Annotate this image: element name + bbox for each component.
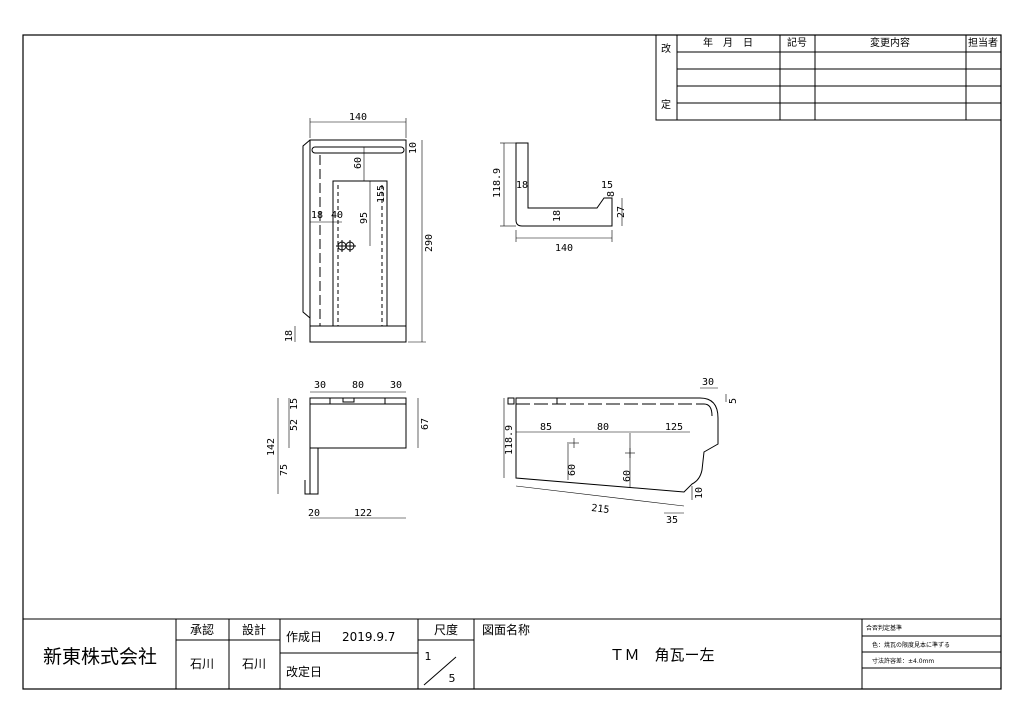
dim-front-slot: 60 — [353, 157, 364, 169]
dim-top-b: 52 — [289, 419, 300, 431]
title-block — [23, 618, 1001, 689]
revised-label: 改定日 — [286, 664, 322, 679]
dim-side-right-h: 27 — [616, 206, 627, 218]
drawing-name: ＴＭ 角瓦ー左 — [609, 646, 714, 664]
dim-top-right-h: 67 — [420, 418, 431, 430]
dim-front-inner-h: 155 — [376, 185, 387, 203]
dim-top-bottom-w: 122 — [354, 508, 372, 519]
dim-long-height: 118.9 — [504, 425, 515, 455]
dim-top-bottom-left: 20 — [308, 508, 320, 519]
approval-label: 承認 — [190, 622, 214, 637]
dim-side-lip-h: 8 — [606, 191, 617, 197]
dim-long-c: 125 — [665, 422, 683, 433]
dim-long-base: 215 — [591, 503, 610, 516]
criteria-color: 色：焼瓦の限度見本に準ずる — [872, 641, 950, 649]
revision-table — [655, 34, 1002, 121]
dim-front-left: 18 — [311, 210, 323, 221]
dim-long-a: 85 — [540, 422, 552, 433]
dim-front-height: 290 — [424, 234, 435, 252]
scale-denominator: 5 — [449, 672, 456, 685]
design-label: 設計 — [242, 622, 266, 637]
dim-front-hole: 95 — [359, 212, 370, 224]
dim-long-top-rh: 5 — [728, 398, 739, 404]
dim-long-h1: 60 — [567, 464, 578, 476]
dim-long-h2: 60 — [622, 470, 633, 482]
dim-top-total: 142 — [266, 438, 277, 456]
dim-front-inner-left: 40 — [331, 210, 343, 221]
drawing-name-label: 図面名称 — [482, 622, 530, 637]
sheet-border — [22, 34, 1002, 690]
dim-front-width: 140 — [349, 112, 367, 123]
dim-side-height: 118.9 — [492, 168, 503, 198]
dim-front-bottom: 18 — [284, 330, 295, 342]
revision-header-date: 年 月 日 — [703, 36, 753, 49]
long-side-view — [503, 387, 727, 514]
company-name: 新東株式会社 — [43, 646, 157, 668]
dim-long-tip: 10 — [694, 487, 705, 499]
dim-side-left: 18 — [516, 180, 528, 191]
scale-numerator: 1 — [425, 650, 432, 663]
dim-long-top-r: 30 — [702, 377, 714, 388]
dim-top-mid: 80 — [352, 380, 364, 391]
criteria-title: 合否判定基準 — [866, 624, 902, 632]
revision-header-mark: 記号 — [787, 36, 807, 49]
scale-label: 尺度 — [434, 622, 458, 637]
front-view — [294, 118, 426, 343]
created-date: 2019.9.7 — [342, 630, 395, 644]
dim-side-width: 140 — [555, 243, 573, 254]
dim-long-end: 35 — [666, 515, 678, 526]
revision-side-top: 改 — [661, 42, 671, 55]
revision-header-content: 変更内容 — [870, 36, 910, 49]
dim-top-c: 75 — [279, 464, 290, 476]
top-view — [277, 391, 419, 519]
created-label: 作成日 — [286, 630, 322, 644]
revision-header-person: 担当者 — [968, 36, 998, 49]
dim-top-left: 30 — [314, 380, 326, 391]
dim-side-bottom-t: 18 — [552, 210, 563, 222]
dim-top-a: 15 — [289, 398, 300, 410]
design-name: 石川 — [242, 657, 266, 671]
approval-name: 石川 — [190, 657, 214, 671]
side-view — [500, 142, 623, 242]
revision-side-bottom: 定 — [661, 98, 671, 111]
dim-side-lip-w: 15 — [601, 180, 613, 191]
dim-top-right: 30 — [390, 380, 402, 391]
criteria-tolerance: 寸法許容差：±4.0mm — [872, 657, 934, 665]
dim-long-b: 80 — [597, 422, 609, 433]
dim-front-top-gap: 10 — [408, 142, 419, 154]
